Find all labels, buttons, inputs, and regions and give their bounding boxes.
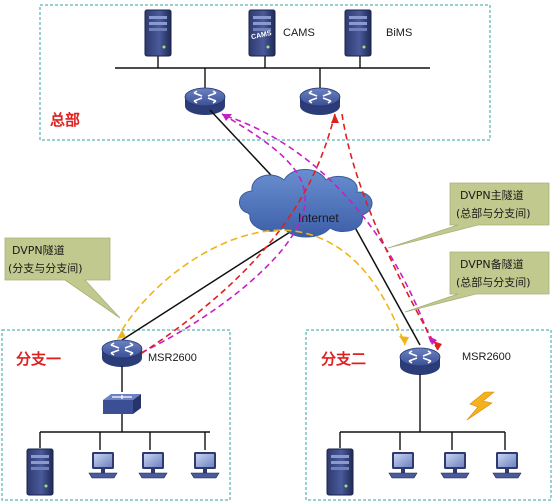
hq-router-right-icon bbox=[299, 87, 341, 116]
hq-router-left-icon bbox=[184, 87, 226, 116]
backup-tunnel-lines bbox=[127, 113, 439, 363]
callout-main-tunnel-line1: DVPN主隧道 bbox=[460, 188, 524, 202]
branch1-pc-icon bbox=[190, 451, 220, 479]
branch2-region-label: 分支二 bbox=[321, 350, 366, 368]
cams-server-icon: CAMS bbox=[248, 9, 276, 57]
branch2-router-icon bbox=[399, 347, 441, 376]
lightning-icon bbox=[466, 391, 495, 421]
branch1-server-icon bbox=[26, 448, 54, 496]
callout-main-tunnel-line2: (总部与分支间) bbox=[456, 206, 531, 220]
hq-frame bbox=[39, 4, 491, 141]
branch2-frame bbox=[305, 329, 552, 501]
callout-backup-tunnel: DVPN备隧道 (总部与分支间) bbox=[404, 251, 550, 313]
callout-backup-tunnel-line1: DVPN备隧道 bbox=[460, 257, 524, 271]
branch2-pc-icon bbox=[492, 451, 522, 479]
branch1-pc-icon bbox=[88, 451, 118, 479]
callout-backup-tunnel-line2: (总部与分支间) bbox=[456, 275, 531, 289]
internet-cloud-icon: Internet bbox=[239, 169, 373, 238]
branch2-server-icon bbox=[326, 448, 354, 496]
branch1-region-label: 分支一 bbox=[16, 350, 61, 368]
main-tunnel-lines bbox=[129, 113, 433, 359]
callout-main-tunnel: DVPN主隧道 (总部与分支间) bbox=[387, 182, 550, 249]
branch-tunnel-line bbox=[121, 229, 406, 346]
branch2-router-label: MSR2600 bbox=[462, 351, 511, 363]
branch2-lan-bus bbox=[339, 374, 506, 450]
cams-label: CAMS bbox=[283, 27, 315, 39]
callout-branch-tunnel-line2: (分支与分支间) bbox=[8, 262, 83, 275]
branch1-router-label: MSR2600 bbox=[148, 352, 197, 364]
callout-branch-tunnel-line1: DVPN隧道 bbox=[12, 243, 65, 257]
server-icon bbox=[144, 9, 172, 57]
hq-lan-bus bbox=[115, 56, 430, 88]
bims-server-icon bbox=[344, 9, 372, 57]
branch1-frame bbox=[1, 329, 231, 501]
callout-branch-tunnel: DVPN隧道 (分支与分支间) bbox=[4, 237, 121, 319]
branch2-pc-icon bbox=[388, 451, 418, 479]
branch1-lan-bus bbox=[39, 414, 210, 450]
branch1-router-icon bbox=[101, 339, 143, 368]
branch1-pc-icon bbox=[138, 451, 168, 479]
bims-label: BiMS bbox=[386, 27, 412, 39]
branch2-pc-icon bbox=[440, 451, 470, 479]
branch1-switch-icon bbox=[102, 393, 142, 415]
internet-label: Internet bbox=[298, 211, 339, 225]
cams-icon-text: CAMS bbox=[251, 30, 273, 41]
hq-region-label: 总部 bbox=[50, 111, 80, 129]
